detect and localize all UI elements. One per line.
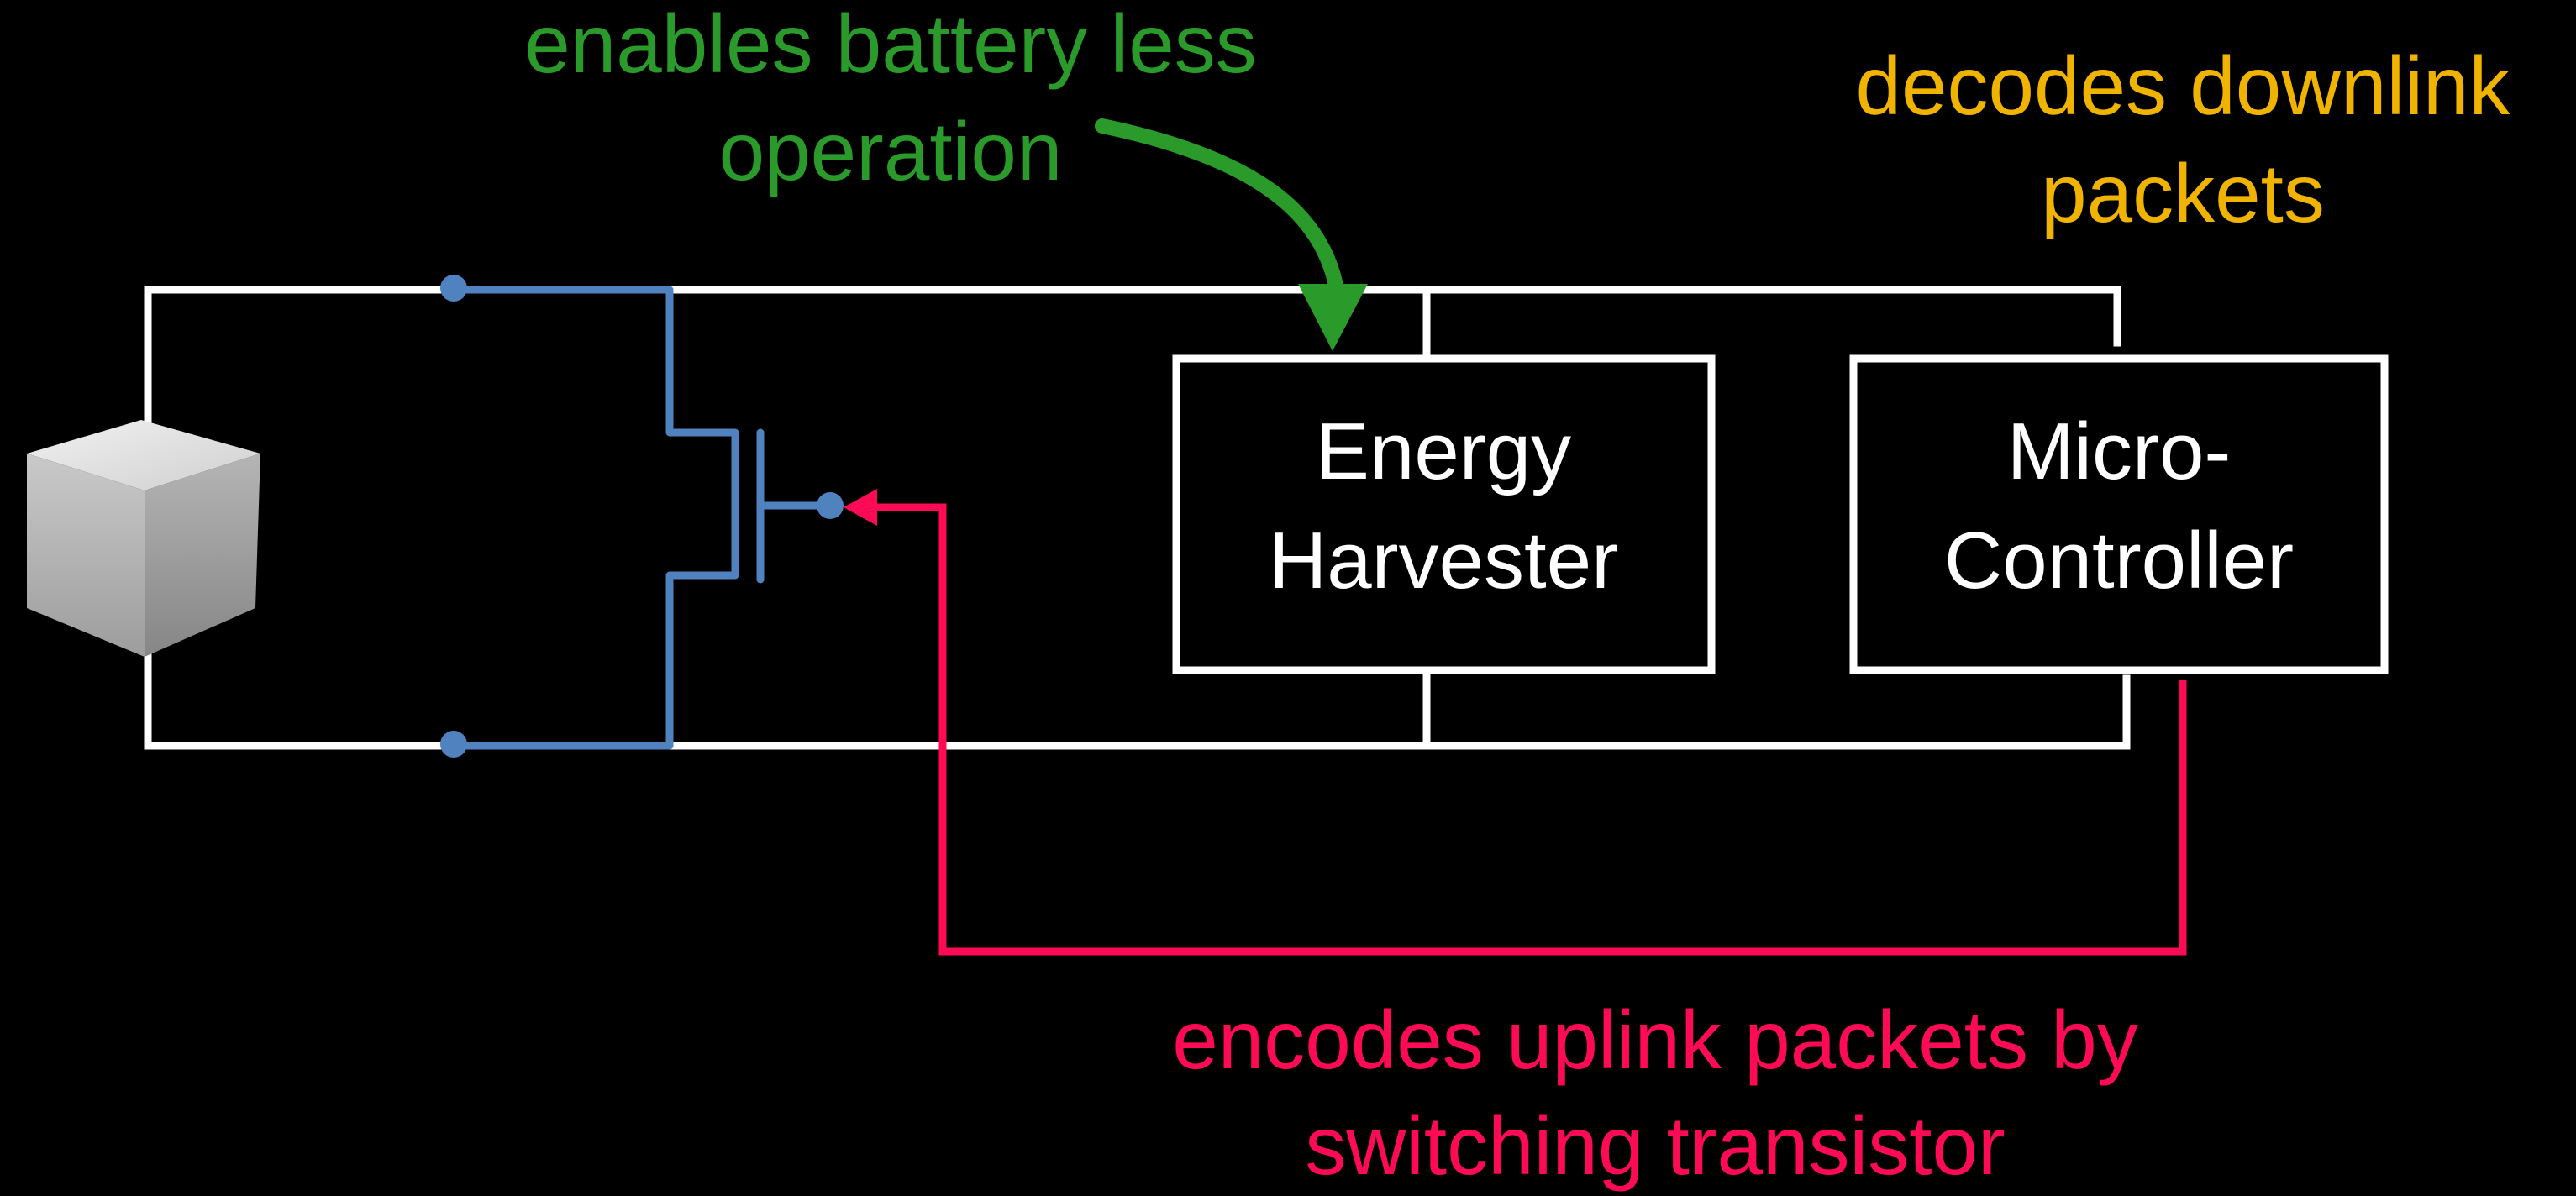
uplink-note-line-1: encodes uplink packets by	[1172, 994, 2138, 1086]
energy-harvester-line-1: Energy	[1316, 407, 1571, 496]
harvester-note-line-1: enables battery less	[524, 0, 1257, 90]
harvester-note-arrow	[1095, 118, 1368, 351]
harvester-note-line-2: operation	[719, 105, 1063, 197]
circuit-wires	[144, 286, 2131, 750]
mcu-note-line-1: decodes downlink	[1855, 39, 2510, 132]
microcontroller-line-2: Controller	[1944, 516, 2294, 606]
transistor-gate-dot	[817, 492, 844, 519]
mcu-note: decodes downlink packets	[1855, 39, 2510, 239]
transistor-icon	[449, 286, 834, 750]
transistor-top-wire	[449, 286, 739, 750]
uplink-note-line-2: switching transistor	[1305, 1099, 2005, 1192]
bottom-rail-node-dot	[440, 731, 467, 758]
energy-harvester-block: Energy Harvester	[1172, 354, 1716, 674]
green-arrowhead-icon	[1298, 284, 1368, 351]
energy-harvester-line-2: Harvester	[1269, 516, 1618, 606]
bottom-left-lead-wire	[144, 643, 458, 750]
harvester-note: enables battery less operation	[524, 0, 1257, 197]
bottom-rail-wire	[665, 674, 2131, 750]
uplink-note: encodes uplink packets by switching tran…	[1172, 994, 2138, 1192]
control-arrowhead-icon	[844, 489, 877, 526]
microcontroller-block: Micro- Controller	[1849, 354, 2389, 674]
metal-cube-icon	[27, 420, 260, 657]
top-left-lead-wire	[144, 286, 458, 441]
top-rail-node-dot	[440, 275, 467, 302]
mcu-note-line-2: packets	[2041, 147, 2325, 239]
control-line	[844, 489, 2187, 956]
microcontroller-line-1: Micro-	[2007, 407, 2232, 496]
top-rail-wire	[665, 286, 2121, 347]
